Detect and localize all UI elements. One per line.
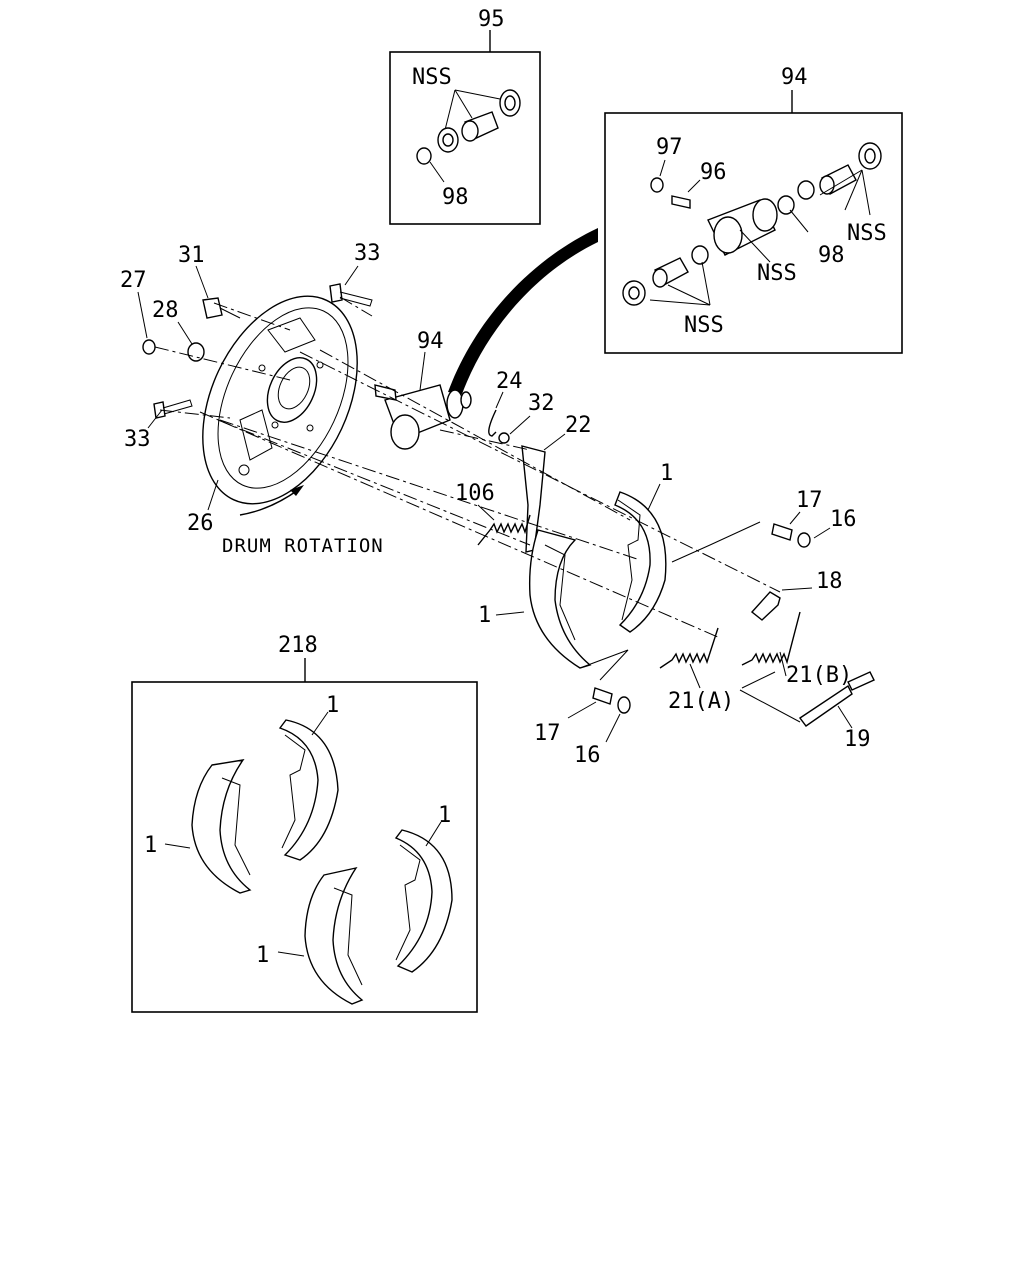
- label-28: 28: [152, 298, 179, 323]
- nss-label: NSS: [847, 221, 887, 246]
- label-95: 95: [478, 7, 505, 32]
- label-33-b: 33: [124, 427, 151, 452]
- adjuster-19-icon: [798, 671, 875, 727]
- retainer-16-icon: [797, 532, 811, 548]
- label-32: 32: [528, 391, 555, 416]
- rotation-arrow-icon: [239, 485, 304, 516]
- label-1-c: 1: [144, 833, 157, 858]
- washer-32-icon: [498, 432, 510, 444]
- piston-icon: [819, 164, 857, 195]
- hold-down-spring-17-icon: [771, 523, 793, 541]
- brake-shoe-icon: [304, 866, 364, 1005]
- bushing-28-icon: [187, 342, 205, 362]
- strut-18-icon: [750, 591, 781, 621]
- label-96: 96: [700, 160, 727, 185]
- label-98-a: 98: [442, 185, 469, 210]
- label-16-a: 16: [830, 507, 857, 532]
- brake-shoe-icon: [278, 719, 339, 861]
- brake-shoe-icon: [529, 529, 592, 669]
- clip-24-icon: [488, 409, 497, 437]
- label-21a: 21(A): [668, 689, 734, 714]
- spring-106-icon: [477, 514, 531, 546]
- label-19: 19: [844, 727, 871, 752]
- inset-box-95: 95 NSS 98: [389, 7, 541, 225]
- brake-shoe-icon: [191, 759, 252, 894]
- label-16-b: 16: [574, 743, 601, 768]
- nss-label: NSS: [684, 313, 724, 338]
- bleeder-screw-icon: [671, 195, 691, 209]
- bolt-31-icon: [202, 297, 241, 319]
- piston-cup-icon: [437, 127, 459, 153]
- piston-cup-icon: [797, 180, 815, 200]
- brake-shoe-icon: [614, 491, 667, 633]
- nut-27-icon: [142, 339, 156, 355]
- label-31: 31: [178, 243, 205, 268]
- label-97: 97: [656, 135, 683, 160]
- inset-box-94: 94 97 96 98: [604, 65, 903, 354]
- piston-cup-icon: [777, 195, 795, 215]
- label-17-a: 17: [796, 488, 823, 513]
- bleeder-cap-icon: [650, 177, 664, 193]
- spring-21b-icon: [741, 611, 801, 666]
- piston-icon: [461, 111, 499, 142]
- label-26: 26: [187, 511, 214, 536]
- spring-21a-icon: [659, 627, 719, 669]
- bolt-33-icon: [329, 283, 373, 307]
- label-18: 18: [816, 569, 843, 594]
- callout-wedge: [448, 228, 598, 394]
- backing-plate: [202, 295, 358, 505]
- label-17-b: 17: [534, 721, 561, 746]
- label-33-a: 33: [354, 241, 381, 266]
- label-1-b: 1: [478, 603, 491, 628]
- label-94-box: 94: [781, 65, 808, 90]
- nss-label: NSS: [412, 65, 452, 90]
- wheel-cylinder-icon: [374, 384, 472, 450]
- brake-shoe-icon: [394, 829, 453, 973]
- dust-boot-icon: [499, 89, 521, 117]
- label-98-b: 98: [818, 243, 845, 268]
- label-24: 24: [496, 369, 523, 394]
- hold-down-spring-17-icon: [592, 687, 613, 705]
- inset-box-218: 218 1 1 1 1: [131, 633, 478, 1013]
- bolt-33-icon: [153, 399, 193, 419]
- label-22: 22: [565, 413, 592, 438]
- label-27: 27: [120, 268, 147, 293]
- label-21b: 21(B): [786, 663, 852, 688]
- label-1-f: 1: [438, 803, 451, 828]
- label-106: 106: [455, 481, 495, 506]
- label-218: 218: [278, 633, 318, 658]
- label-1-d: 1: [326, 693, 339, 718]
- label-1-e: 1: [256, 943, 269, 968]
- bleeder-cap-icon: [416, 147, 432, 165]
- retainer-16-icon: [617, 696, 631, 714]
- dust-boot-icon: [622, 280, 646, 306]
- drum-rotation-caption: DRUM ROTATION: [222, 535, 384, 557]
- assembly-centerlines: [154, 296, 801, 723]
- piston-icon: [652, 257, 689, 288]
- label-94: 94: [417, 329, 444, 354]
- dust-boot-icon: [858, 142, 882, 170]
- wheel-cylinder-body-icon: [707, 198, 778, 256]
- piston-cup-icon: [691, 245, 709, 265]
- label-1-a: 1: [660, 461, 673, 486]
- nss-label: NSS: [757, 261, 797, 286]
